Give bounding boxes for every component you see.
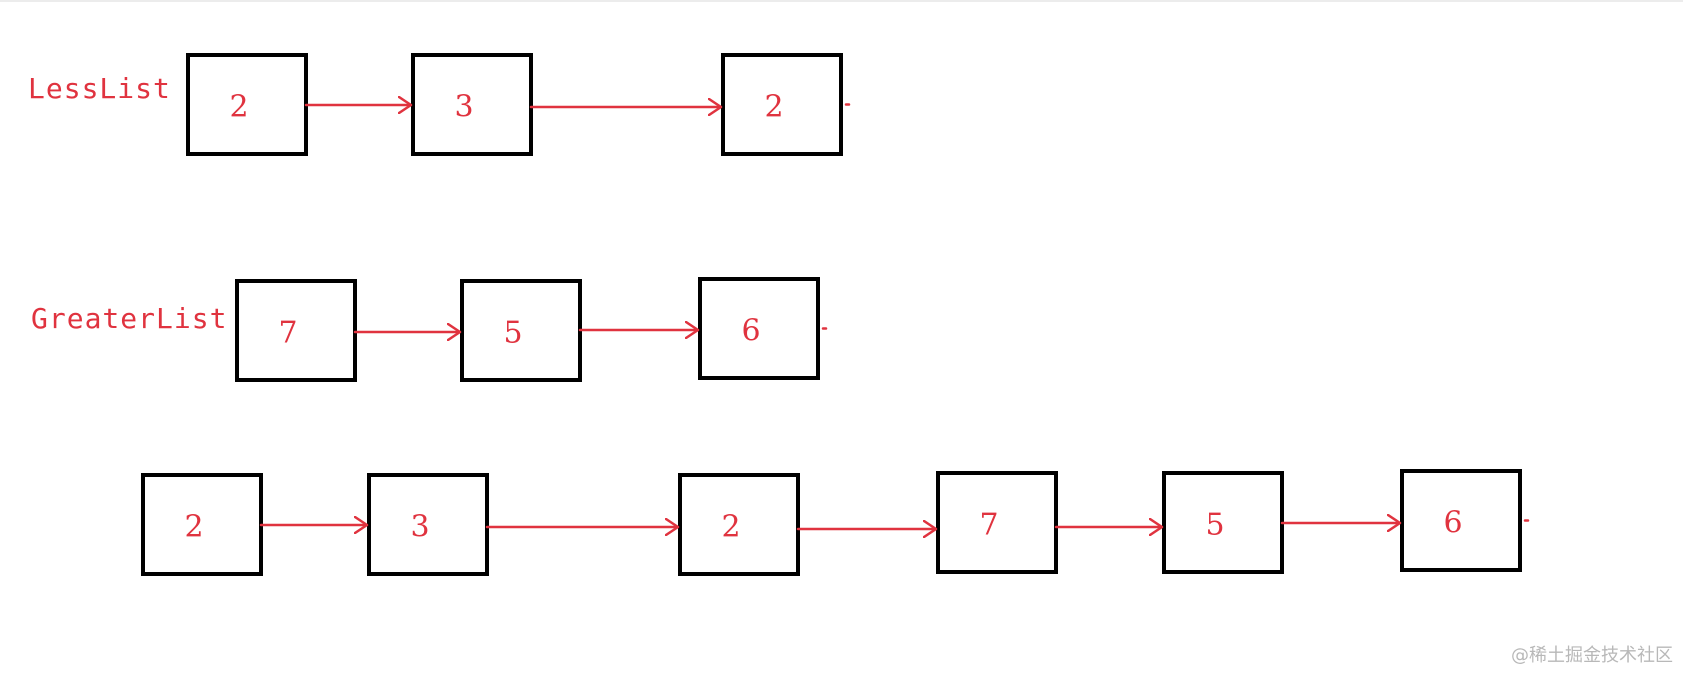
node-value: 3 bbox=[410, 510, 429, 545]
node-value: 3 bbox=[454, 90, 473, 125]
node-value: 6 bbox=[741, 314, 760, 349]
merged-list-node: 5 bbox=[1162, 471, 1284, 574]
node-box bbox=[721, 53, 843, 156]
greater-list-node: 7 bbox=[235, 279, 357, 382]
node-value: 5 bbox=[1205, 508, 1224, 543]
node-value: 2 bbox=[721, 510, 740, 545]
merged-list-node: 6 bbox=[1400, 469, 1522, 572]
node-box bbox=[367, 473, 489, 576]
node-value: 2 bbox=[184, 510, 203, 545]
node-box bbox=[936, 471, 1058, 574]
node-box bbox=[698, 277, 820, 380]
less-list-node: 3 bbox=[411, 53, 533, 156]
node-value: 7 bbox=[979, 508, 998, 543]
node-box bbox=[235, 279, 357, 382]
merged-list-node: 3 bbox=[367, 473, 489, 576]
node-box bbox=[1400, 469, 1522, 572]
merged-list-node: 7 bbox=[936, 471, 1058, 574]
merged-list-node: 2 bbox=[141, 473, 263, 576]
greater-list-label: GreaterList bbox=[31, 302, 228, 335]
node-value: 2 bbox=[229, 90, 248, 125]
less-list-node: 2 bbox=[186, 53, 308, 156]
merged-list-node: 2 bbox=[678, 473, 800, 576]
node-box bbox=[411, 53, 533, 156]
greater-list-node: 6 bbox=[698, 277, 820, 380]
watermark-text: @稀土掘金技术社区 bbox=[1511, 645, 1673, 666]
node-value: 5 bbox=[503, 316, 522, 351]
node-value: 6 bbox=[1443, 506, 1462, 541]
greater-list-node: 5 bbox=[460, 279, 582, 382]
less-list-node: 2 bbox=[721, 53, 843, 156]
node-value: 7 bbox=[278, 316, 297, 351]
node-value: 2 bbox=[764, 90, 783, 125]
node-box bbox=[678, 473, 800, 576]
less-list-label: LessList bbox=[28, 72, 171, 105]
